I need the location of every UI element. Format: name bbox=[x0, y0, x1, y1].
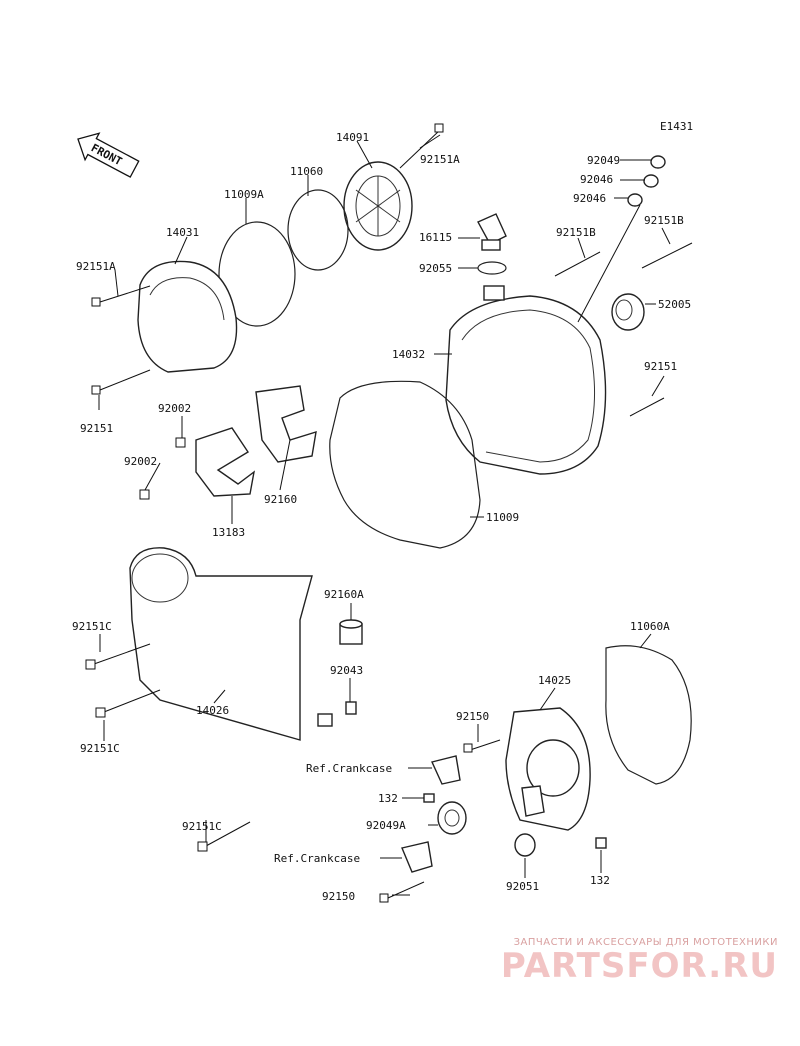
part-14026-cover bbox=[129, 547, 333, 741]
bolt-92151B-right bbox=[641, 242, 693, 269]
part-92046-washer-b bbox=[627, 193, 643, 207]
label-132-b: 132 bbox=[590, 874, 610, 887]
part-16115-cap bbox=[477, 213, 507, 251]
watermark-brand: PARTSFOR.RU bbox=[500, 946, 778, 986]
part-92049-plug bbox=[650, 155, 666, 169]
label-14026: 14026 bbox=[196, 704, 229, 717]
part-labels: E1431 14091 92151A 11060 11009A 14031 92… bbox=[72, 120, 693, 903]
label-92151A-left: 92151A bbox=[76, 260, 116, 273]
part-13183-plate bbox=[195, 427, 256, 497]
part-11060A-gasket bbox=[605, 645, 692, 785]
label-92151C-c: 92151C bbox=[182, 820, 222, 833]
label-ref-crankcase-b: Ref.Crankcase bbox=[274, 852, 360, 865]
label-11060A: 11060A bbox=[630, 620, 670, 633]
bolt-92002-b bbox=[139, 489, 150, 500]
label-92150-a: 92150 bbox=[456, 710, 489, 723]
label-14025: 14025 bbox=[538, 674, 571, 687]
part-14032-cover bbox=[445, 285, 607, 475]
part-52005-bushing bbox=[611, 293, 645, 331]
label-92049A: 92049A bbox=[366, 819, 406, 832]
part-92051-oring bbox=[514, 833, 536, 857]
part-11009A-gasket bbox=[218, 221, 296, 327]
label-11009A: 11009A bbox=[224, 188, 264, 201]
part-92043-pin bbox=[345, 701, 357, 715]
watermark-subtitle: ЗАПЧАСТИ И АКСЕССУАРЫ ДЛЯ МОТОТЕХНИКИ bbox=[513, 937, 778, 948]
label-92049: 92049 bbox=[587, 154, 620, 167]
bolt-92151A-left bbox=[91, 285, 151, 307]
label-92055: 92055 bbox=[419, 262, 452, 275]
part-14031-cover bbox=[137, 260, 238, 373]
label-92151-left: 92151 bbox=[80, 422, 113, 435]
ref-crankcase-bracket-b bbox=[401, 841, 433, 873]
label-92160: 92160 bbox=[264, 493, 297, 506]
label-13183: 13183 bbox=[212, 526, 245, 539]
label-14091: 14091 bbox=[336, 131, 369, 144]
label-92151A-top: 92151A bbox=[420, 153, 460, 166]
part-11009-gasket bbox=[329, 380, 481, 549]
ref-crankcase-bracket-a bbox=[431, 755, 461, 785]
label-92151C-b: 92151C bbox=[80, 742, 120, 755]
label-92160A: 92160A bbox=[324, 588, 364, 601]
bolt-92151C-a bbox=[85, 643, 151, 670]
label-92151B-mid: 92151B bbox=[556, 226, 596, 239]
bolt-92151-right bbox=[629, 397, 665, 417]
part-92160-bracket bbox=[255, 385, 317, 463]
diagram-id: E1431 bbox=[660, 120, 693, 133]
leader-lines bbox=[98, 134, 671, 896]
bolt-92151C-b bbox=[95, 689, 161, 718]
part-11060-gasket bbox=[287, 189, 349, 271]
part-92049A-seal bbox=[437, 801, 467, 835]
label-16115: 16115 bbox=[419, 231, 452, 244]
label-ref-crankcase-a: Ref.Crankcase bbox=[306, 762, 392, 775]
bolt-92151B-mid bbox=[554, 251, 601, 277]
label-92046-a: 92046 bbox=[580, 173, 613, 186]
label-92051: 92051 bbox=[506, 880, 539, 893]
label-92046-b: 92046 bbox=[573, 192, 606, 205]
bolt-132-a bbox=[423, 793, 435, 803]
bolt-92151C-c bbox=[197, 821, 251, 852]
bolt-92002-a bbox=[175, 437, 186, 448]
part-14091-cap bbox=[343, 161, 413, 251]
part-92055-oring bbox=[477, 261, 507, 275]
bolt-92150-a bbox=[463, 739, 501, 753]
label-92002-b: 92002 bbox=[124, 455, 157, 468]
label-14032: 14032 bbox=[392, 348, 425, 361]
label-92151-right: 92151 bbox=[644, 360, 677, 373]
label-92151B-right: 92151B bbox=[644, 214, 684, 227]
label-92150-b: 92150 bbox=[322, 890, 355, 903]
bolt-92151-left bbox=[91, 369, 151, 395]
label-92151C-a: 92151C bbox=[72, 620, 112, 633]
label-14031: 14031 bbox=[166, 226, 199, 239]
label-11009: 11009 bbox=[486, 511, 519, 524]
watermark: ЗАПЧАСТИ И АКСЕССУАРЫ ДЛЯ МОТОТЕХНИКИ PA… bbox=[501, 937, 778, 986]
label-92043: 92043 bbox=[330, 664, 363, 677]
bolt-92150-b bbox=[379, 881, 425, 903]
label-52005: 52005 bbox=[658, 298, 691, 311]
bolt-132-b bbox=[595, 837, 607, 849]
part-92160A-collar bbox=[339, 619, 363, 645]
part-92046-washer-a bbox=[643, 174, 659, 188]
label-11060: 11060 bbox=[290, 165, 323, 178]
label-92002-a: 92002 bbox=[158, 402, 191, 415]
label-132-a: 132 bbox=[378, 792, 398, 805]
front-arrow-icon: FRONT bbox=[77, 132, 140, 178]
part-14025-cover bbox=[505, 707, 591, 831]
bolt-92151A-top bbox=[399, 123, 444, 169]
